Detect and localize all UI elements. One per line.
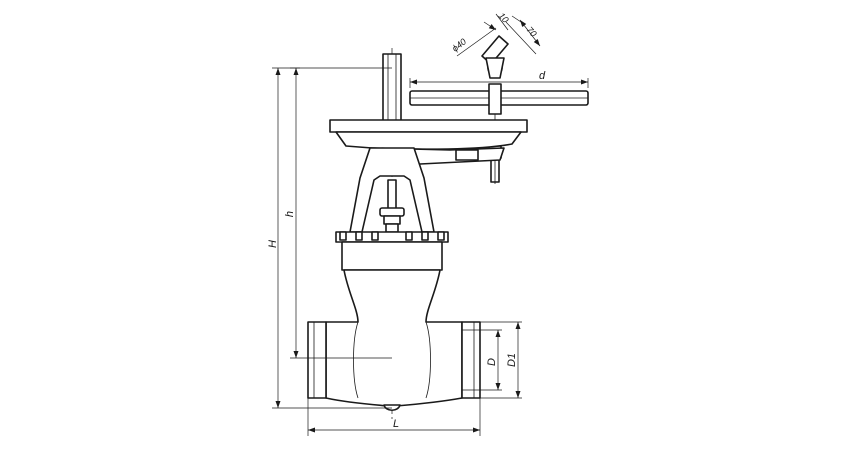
- label-L: L: [393, 418, 399, 430]
- dimension-h: h: [284, 67, 392, 359]
- pipe-end-right: [461, 321, 481, 399]
- gear-handle: [481, 35, 509, 184]
- label-70: 70: [525, 25, 539, 39]
- dimension-D: D: [480, 329, 502, 391]
- label-10: 10: [497, 11, 511, 25]
- label-phi40: ϕ40: [450, 36, 468, 53]
- gearbox-plate: [329, 119, 528, 165]
- dimension-L: L: [307, 398, 481, 436]
- valve-body: [325, 269, 463, 412]
- pipe-end-left: [307, 321, 327, 399]
- label-d: d: [539, 70, 546, 82]
- label-D: D: [486, 358, 498, 366]
- label-D1: D1: [506, 353, 518, 367]
- label-H: H: [267, 240, 279, 248]
- label-h: h: [284, 211, 296, 217]
- dimension-d: d: [409, 70, 589, 88]
- dimension-D1: D1: [480, 321, 522, 399]
- bonnet: [335, 231, 449, 271]
